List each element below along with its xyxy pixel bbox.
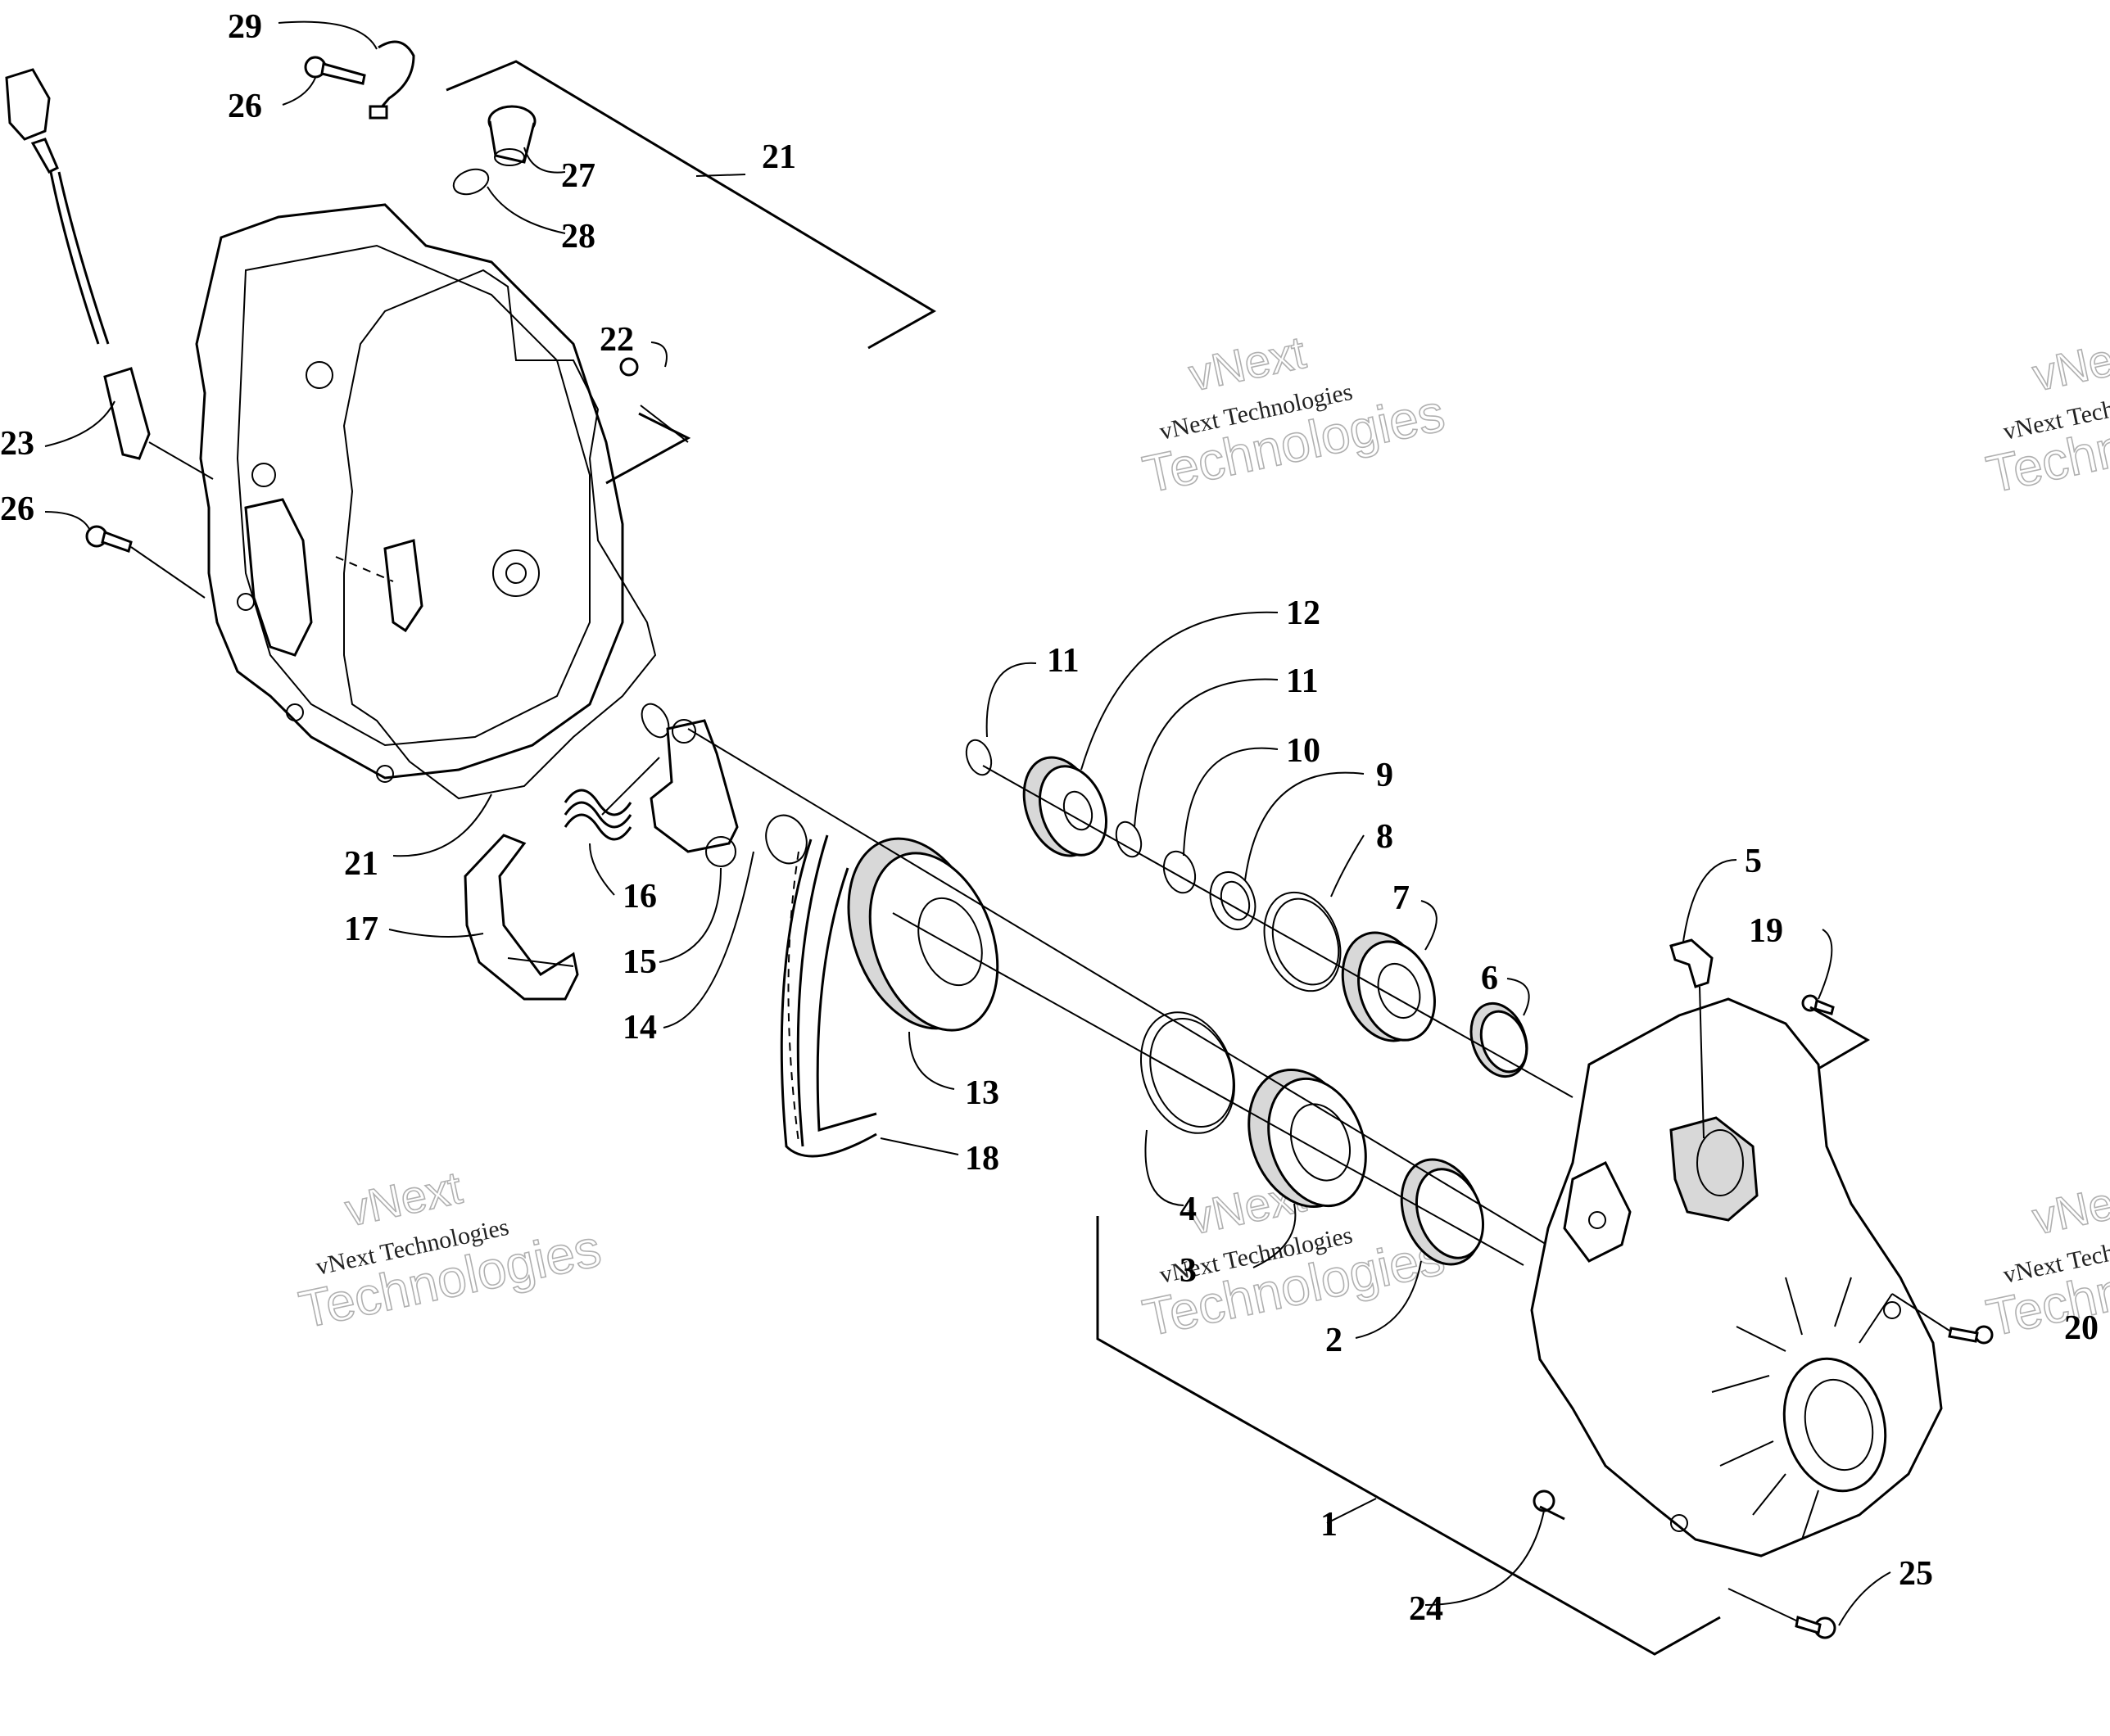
callout-25: 23 (0, 425, 34, 463)
callout-26-left: 26 (0, 491, 34, 528)
small-gear (1022, 756, 1108, 857)
callout-15: 14 (623, 1009, 657, 1047)
sensor-harness (5, 68, 214, 480)
axis-line-lower (892, 912, 1524, 1266)
axis-line-small (982, 765, 1573, 1098)
callout-17: 16 (623, 878, 657, 915)
axis-line-upper (687, 728, 1561, 1254)
callout-8: 8 (1376, 818, 1393, 856)
callout-6: 6 (1481, 960, 1498, 997)
chaincase-housing (1530, 997, 1943, 1557)
callout-26-top: 26 (228, 88, 262, 125)
chain-guide (464, 834, 579, 1001)
large-gear (847, 837, 999, 1032)
callout-11-top: 11 (1047, 642, 1080, 680)
snap-ring-10 (1162, 850, 1197, 894)
snap-ring-11-bottom (1115, 821, 1143, 858)
watermark-line1: vNext (341, 1161, 467, 1236)
callout-7: 7 (1392, 879, 1410, 917)
callout-21-right: 20 (2064, 1309, 2099, 1347)
callout-11: 11 (1286, 662, 1319, 700)
bolt-20 (1727, 1588, 1836, 1639)
callout-labels: 29 26 27 28 21 22 23 26 21 16 17 15 14 1… (0, 8, 2099, 1628)
callout-27: 27 (561, 157, 595, 195)
callout-21-top: 19 (1749, 912, 1783, 950)
axis-line-spring (601, 757, 660, 816)
callout-4: 4 (1180, 1191, 1197, 1228)
washer-9 (1209, 871, 1256, 930)
bracket-24 (605, 412, 691, 485)
bracket-24-lead (640, 405, 689, 443)
watermark-line1: vNext (1184, 326, 1311, 400)
o-ring (452, 168, 490, 196)
bracket-21 (1809, 1006, 1870, 1070)
callout-13: 13 (965, 1074, 999, 1112)
washer-23 (641, 703, 670, 739)
bracket-1-upper (1539, 1505, 1565, 1521)
callout-19: 24 (1409, 1590, 1443, 1628)
outer-cover (195, 203, 624, 783)
callout-16: 15 (623, 943, 657, 981)
callout-22: 21 (762, 138, 796, 176)
bearing-3 (1247, 1068, 1367, 1209)
callout-2: 2 (1325, 1322, 1343, 1359)
seal-6 (1469, 1001, 1528, 1078)
leader-lines (44, 20, 1891, 1626)
callout-10: 10 (1286, 732, 1320, 770)
bearing-7 (1341, 931, 1436, 1042)
callout-14: 18 (965, 1140, 999, 1178)
callout-18: 17 (344, 911, 378, 948)
bolt-26-left (85, 525, 206, 599)
callout-5: 5 (1745, 843, 1762, 880)
callout-23: 21 (344, 845, 378, 883)
breather-fitting (1669, 938, 1714, 1139)
drive-chain (780, 834, 877, 1158)
bracket-1 (1096, 1216, 1721, 1656)
watermark-line1: vNext (2028, 1169, 2110, 1244)
callout-1: 1 (1320, 1506, 1338, 1544)
cover-gasket (342, 269, 657, 800)
clip (369, 40, 415, 120)
snap-ring-4 (1139, 1011, 1236, 1134)
watermark-line1: vNext (2028, 326, 2110, 400)
callout-3: 3 (1180, 1252, 1197, 1290)
callout-24: 22 (600, 321, 634, 359)
callout-12: 12 (1286, 594, 1320, 632)
seal-2 (1400, 1158, 1485, 1266)
plug (487, 105, 537, 166)
nut (619, 357, 639, 377)
snap-ring-8 (1263, 891, 1342, 992)
callout-20: 25 (1899, 1555, 1933, 1593)
bolt-21-right (1891, 1293, 1994, 1345)
callout-29: 29 (228, 8, 262, 46)
bracket-22 (446, 60, 936, 350)
snap-ring-15 (765, 814, 808, 865)
callout-9: 9 (1376, 757, 1393, 794)
watermark-2: vNext vNext Technologies Technologies (1137, 325, 1450, 504)
bolt-26-top (304, 56, 366, 85)
spring (564, 789, 632, 841)
bolt-21-top (1801, 994, 1835, 1015)
watermark-3: vNext vNext Technologies Technologies (1981, 325, 2110, 504)
tensioner-arm (650, 719, 739, 867)
snap-ring-11-top (965, 739, 993, 776)
watermark-4: vNext vNext Technologies Technologies (293, 1160, 606, 1340)
callout-28: 28 (561, 218, 595, 255)
